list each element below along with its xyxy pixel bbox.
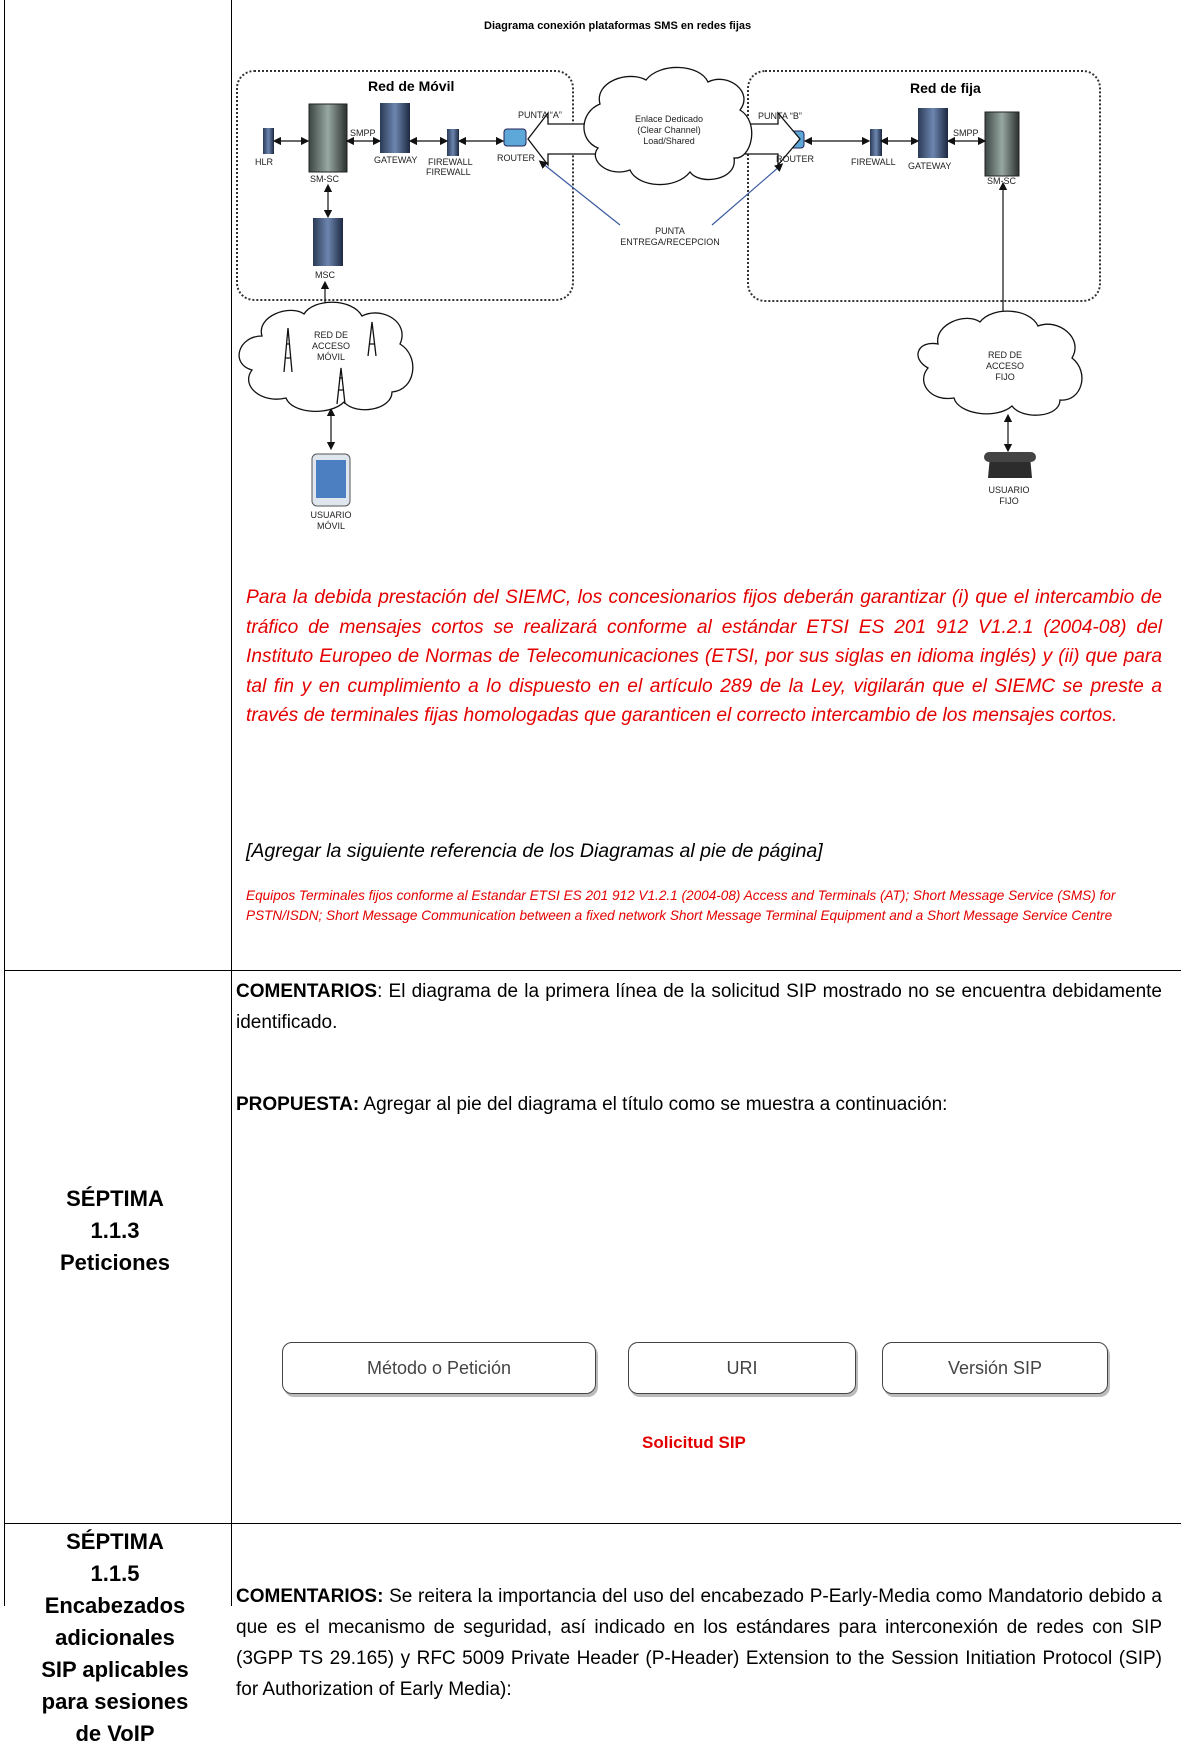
mobile-user-line-2: MÓVIL: [316, 521, 345, 531]
mobile-phone-icon: [311, 453, 351, 507]
fixed-access-line-1: RED DE: [987, 350, 1022, 360]
firewall-left-label-2: FIREWALL: [426, 167, 471, 177]
row3-comentarios-label: COMENTARIOS:: [236, 1586, 384, 1607]
row-divider-1: [5, 970, 1181, 971]
comentarios-text: : El diagrama de la primera línea de la …: [236, 981, 1162, 1033]
fixed-access-line-3: FIJO: [995, 372, 1015, 382]
reference-footnote: Equipos Terminales fijos conforme al Est…: [246, 888, 1116, 923]
firewall-left-label-1: FIREWALL: [428, 157, 473, 167]
diagram-graphics: [238, 66, 1083, 507]
mobile-access-line-3: MÓVIL: [316, 352, 345, 362]
red-proposal-paragraph: Para la debida prestación del SIEMC, los…: [246, 587, 1162, 727]
propuesta-label: PROPUESTA:: [236, 1094, 360, 1115]
mobile-user-label: USUARIO MÓVIL: [296, 510, 366, 532]
firewall-right-label: FIREWALL: [851, 157, 896, 167]
row3-heading: SÉPTIMA 1.1.5 Encabezados adicionales SI…: [4, 1526, 226, 1750]
sip-version-box: Versión SIP: [882, 1342, 1108, 1394]
row3-comments: COMENTARIOS: Se reitera la importancia d…: [236, 1581, 1162, 1705]
reference-instruction: [Agregar la siguiente referencia de los …: [246, 840, 823, 862]
row3-heading-line-5: SIP aplicables: [41, 1657, 189, 1682]
link-line-3: Load/Shared: [643, 136, 695, 146]
smsc-right-icon: [984, 111, 1020, 177]
smsc-left-icon: [308, 103, 348, 173]
mobile-access-cloud: [238, 301, 414, 413]
sip-method-box: Método o Petición: [282, 1342, 596, 1394]
mobile-network-title: Red de Móvil: [368, 78, 455, 94]
hlr-icon: [263, 128, 274, 154]
gateway-left-label: GATEWAY: [374, 155, 418, 165]
row3-heading-line-3: Encabezados: [44, 1593, 186, 1618]
router-left-label: ROUTER: [497, 153, 535, 163]
hollow-arrow-left: [527, 111, 599, 167]
fixed-access-line-2: ACCESO: [985, 361, 1024, 371]
fixed-user-label: USUARIO FIJO: [974, 485, 1044, 507]
dedicated-link-cloud: [583, 66, 753, 186]
row2-comments: COMENTARIOS: El diagrama de la primera l…: [236, 976, 1162, 1038]
router-left-icon: [503, 128, 527, 147]
fixed-access-label: RED DE ACCESO FIJO: [970, 350, 1040, 383]
row3-heading-line-4: adicionales: [55, 1625, 175, 1650]
row3-heading-line-6: para sesiones: [41, 1689, 189, 1714]
comments-table: [4, 0, 1181, 1606]
gateway-left-icon: [380, 103, 410, 153]
mobile-access-label: RED DE ACCESO MÓVIL: [296, 330, 366, 363]
row2-heading-line-3: Peticiones: [59, 1250, 171, 1275]
row2-heading-line-1: SÉPTIMA: [66, 1186, 164, 1211]
dedicated-link-label: Enlace Dedicado (Clear Channel) Load/Sha…: [614, 114, 724, 147]
mobile-user-line-1: USUARIO: [310, 510, 352, 520]
gateway-right-icon: [918, 108, 948, 158]
punta-entrega-line-1: PUNTA: [655, 226, 685, 236]
fixed-network-region: [747, 70, 1101, 302]
fixed-user-line-2: FIJO: [999, 496, 1019, 506]
row-divider-2: [5, 1523, 1181, 1524]
fixed-network-title: Red de fija: [910, 80, 981, 96]
msc-label: MSC: [315, 270, 335, 280]
row2-proposal: PROPUESTA: Agregar al pie del diagrama e…: [236, 1089, 1162, 1120]
propuesta-text: Agregar al pie del diagrama el título co…: [359, 1094, 948, 1115]
firewall-right-icon: [870, 129, 882, 156]
punta-a-label: PUNTA “A”: [518, 110, 562, 120]
row2-heading-line-2: 1.1.3: [90, 1218, 140, 1243]
firewall-left-icon: [447, 129, 459, 156]
smsc-right-label: SM-SC: [987, 176, 1016, 186]
column-divider: [231, 0, 232, 1606]
row3-heading-line-2: 1.1.5: [90, 1561, 140, 1586]
router-right-label: ROUTER: [776, 154, 814, 164]
smpp-right-label: SMPP: [953, 128, 979, 138]
punta-entrega-line-2: ENTREGA/RECEPCION: [620, 237, 720, 247]
row2-heading: SÉPTIMA 1.1.3 Peticiones: [4, 1183, 226, 1279]
sip-request-caption: Solicitud SIP: [642, 1433, 746, 1452]
row3-heading-line-1: SÉPTIMA: [66, 1529, 164, 1554]
row3-heading-line-7: de VoIP: [75, 1721, 155, 1746]
diagram-title: Diagrama conexión plataformas SMS en red…: [484, 20, 752, 32]
msc-icon: [313, 218, 343, 266]
mobile-access-line-1: RED DE: [313, 330, 348, 340]
smpp-left-label: SMPP: [350, 128, 376, 138]
mobile-access-line-2: ACCESO: [311, 341, 350, 351]
comentarios-label: COMENTARIOS: [236, 981, 378, 1002]
mobile-network-region: [236, 70, 574, 301]
fixed-phone-icon: [984, 452, 1036, 478]
link-line-2: (Clear Channel): [637, 125, 701, 135]
link-line-1: Enlace Dedicado: [634, 114, 704, 124]
fixed-user-line-1: USUARIO: [988, 485, 1030, 495]
gateway-right-label: GATEWAY: [908, 161, 952, 171]
punta-entrega-label: PUNTA ENTREGA/RECEPCION: [600, 226, 740, 248]
punta-b-label: PUNTA “B”: [758, 111, 802, 121]
sip-uri-box: URI: [628, 1342, 856, 1394]
hlr-label: HLR: [255, 157, 274, 167]
smsc-left-label: SM-SC: [310, 174, 339, 184]
fixed-access-cloud: [917, 310, 1083, 416]
